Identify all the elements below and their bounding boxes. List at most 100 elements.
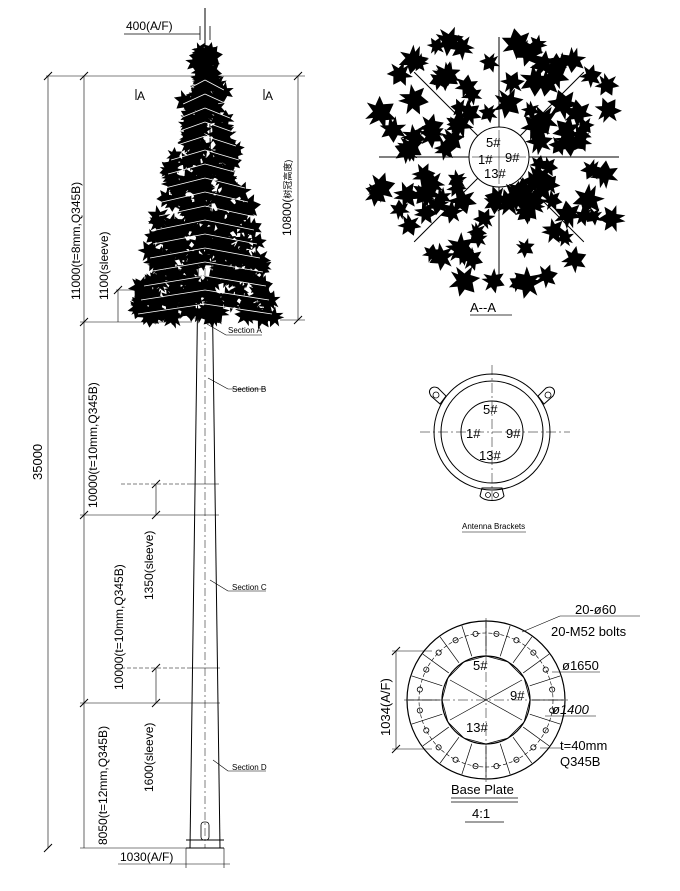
- branch-line: [204, 191, 249, 203]
- section-mid2-label: 10000(t=10mm,Q345B): [112, 564, 126, 690]
- stiffener-rib: [461, 743, 473, 775]
- section-marker-right: A: [265, 89, 273, 103]
- ab-number-5: 5#: [483, 402, 498, 417]
- branch-line: [204, 177, 246, 189]
- bolt-hole: [530, 744, 537, 751]
- aa-number-1: 1#: [478, 152, 493, 167]
- branch-line: [204, 275, 267, 287]
- branch-line: [204, 289, 270, 301]
- leaf-cluster: [589, 91, 627, 129]
- branch-line: [204, 79, 225, 91]
- branch-line: [161, 191, 206, 203]
- total-height-label: 35000: [30, 444, 45, 480]
- stiffener-rib: [523, 726, 550, 747]
- bolt-hole: [452, 756, 459, 763]
- branch-line: [140, 289, 206, 301]
- antenna-brackets-view: 5# 1# 9# 13# Antenna Brackets: [420, 365, 570, 533]
- stiffener-rib: [439, 636, 460, 663]
- stiffener-rib: [411, 675, 443, 687]
- bracket-lug-right: [537, 386, 555, 405]
- stiffener-rib: [529, 713, 561, 725]
- base-plate-view: 5# 9# 13# 20-ø60 20-M52 bolts ø1650 ø140…: [378, 602, 640, 823]
- foliage-height-value: 10800(: [280, 199, 294, 236]
- section-bottom-label: 8050(t=12mm,Q345B): [96, 726, 110, 845]
- sleeve-2-label: 1350(sleeve): [142, 531, 156, 600]
- leaf-cluster: [557, 242, 592, 277]
- branch-line: [170, 149, 206, 161]
- bottom-width-label: 1030(A/F): [120, 850, 173, 864]
- branch-line: [204, 93, 228, 105]
- section-labels: Section A Section B Section C Section D: [206, 323, 267, 772]
- bolt-hole: [513, 637, 520, 644]
- section-mid1-label: 10000(t=10mm,Q345B): [86, 382, 100, 508]
- stiffener-rib: [422, 726, 449, 747]
- outer-diameter-label: ø1650: [562, 658, 599, 673]
- bracket-lug-left: [429, 386, 447, 405]
- stiffener-rib: [499, 625, 511, 657]
- branch-line: [185, 79, 206, 91]
- leaf-cluster: [396, 82, 432, 118]
- sleeve-3-label: 1600(sleeve): [142, 723, 156, 792]
- section-height-dimension: 11000(t=8mm,Q345B) 10000(t=10mm,Q345B) 1…: [69, 71, 192, 849]
- branch-line: [204, 149, 240, 161]
- ab-number-1: 1#: [466, 426, 481, 441]
- branch-line: [164, 177, 206, 189]
- bolt-hole: [435, 744, 442, 751]
- bolts-spec-label: 20-M52 bolts: [551, 624, 627, 639]
- bolt-hole: [530, 649, 537, 656]
- top-width-label: 400(A/F): [126, 19, 173, 33]
- bolt-hole: [435, 649, 442, 656]
- bolt-circle-label: ø1400: [552, 702, 590, 717]
- branch-line: [176, 121, 206, 133]
- flat-width-label: 1034(A/F): [378, 678, 393, 736]
- section-a-label: Section A: [228, 326, 262, 335]
- leaf-cluster: [475, 48, 505, 77]
- section-aa-view: 5# 1# 9# 13# A--A: [358, 20, 627, 316]
- section-marker-left: A: [137, 89, 145, 103]
- aa-number-9: 9#: [505, 150, 520, 165]
- top-width-dimension: 400(A/F): [124, 19, 211, 40]
- branch-line: [204, 121, 234, 133]
- branch-line: [204, 233, 258, 245]
- section-b-label: Section B: [232, 385, 266, 394]
- branch-line: [146, 261, 206, 273]
- bolt-hole: [452, 637, 459, 644]
- thickness-label: t=40mm: [560, 738, 607, 753]
- branch-line: [173, 135, 206, 147]
- stiffener-rib: [461, 625, 473, 657]
- stiffener-rib: [529, 675, 561, 687]
- bolt-hole: [416, 686, 423, 693]
- section-aa-label: A--A: [470, 300, 496, 315]
- base-plate-scale: 4:1: [472, 806, 490, 821]
- leaf-cluster: [598, 204, 626, 233]
- leaf-cluster: [477, 265, 510, 297]
- bolt-hole: [423, 666, 430, 673]
- bp-number-5: 5#: [473, 658, 488, 673]
- leaf-cluster: [511, 234, 539, 262]
- bolt-hole: [542, 727, 549, 734]
- stiffener-rib: [411, 713, 443, 725]
- stiffener-rib: [499, 743, 511, 775]
- sleeve-dimensions: 1100(sleeve) 1350(sleeve) 1600(sleeve): [97, 232, 191, 792]
- bolt-hole: [549, 686, 556, 693]
- foliage-height-dimension: 10800(树冠高度): [205, 71, 305, 325]
- foliage-height-label: 10800(树冠高度): [280, 160, 294, 236]
- stiffener-rib: [523, 653, 550, 674]
- bp-number-9: 9#: [510, 688, 525, 703]
- leaf-cluster: [441, 258, 487, 303]
- branch-line: [152, 233, 206, 245]
- base-plate-bolt-holes: [416, 630, 556, 770]
- branch-line: [137, 303, 206, 315]
- section-c-label: Section C: [232, 583, 267, 592]
- ab-number-9: 9#: [506, 426, 521, 441]
- stiffener-rib: [439, 737, 460, 764]
- branch-line: [167, 163, 206, 175]
- stiffener-rib: [512, 636, 533, 663]
- branch-line: [179, 107, 206, 119]
- bolt-hole: [549, 707, 556, 714]
- bolt-hole: [542, 666, 549, 673]
- bolt-hole: [472, 763, 479, 770]
- branch-line: [158, 205, 206, 217]
- branch-line: [204, 163, 243, 175]
- bracket-lug-bottom: [479, 487, 505, 501]
